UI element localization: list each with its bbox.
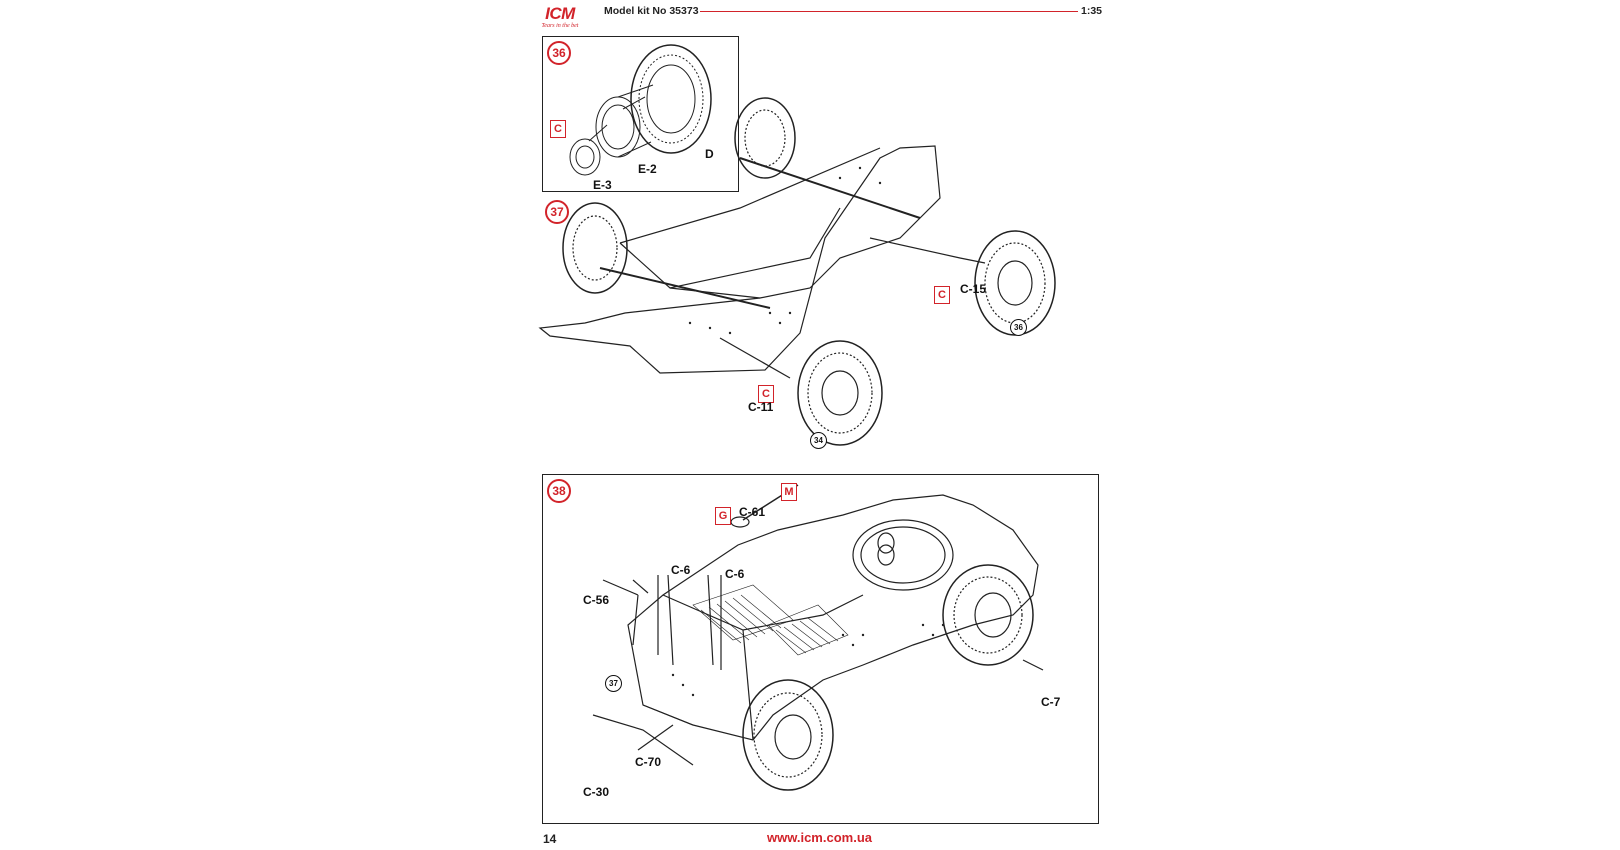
logo-tagline: Tears in the bet xyxy=(541,23,579,29)
part-label-c56: C-56 xyxy=(583,593,610,607)
part-label-c11: C-11 xyxy=(748,400,774,414)
wheel-right-rear xyxy=(797,340,883,446)
header-rule xyxy=(700,11,1078,12)
website-link[interactable]: www.icm.com.ua xyxy=(767,830,872,845)
hub-e3 xyxy=(569,138,601,176)
mark-c-lower: C xyxy=(758,385,774,403)
part-label-c15: C-15 xyxy=(960,282,987,296)
logo-brand: ICM xyxy=(545,4,575,23)
part-label-e2: E-2 xyxy=(638,162,657,176)
wheel-rear xyxy=(742,679,834,791)
engine-grilles xyxy=(692,584,849,656)
step-36-drawing xyxy=(569,44,712,176)
mark-c: C xyxy=(550,120,566,138)
kit-title: Model kit No 35373 xyxy=(604,5,699,17)
chassis xyxy=(538,145,941,374)
mark-m: M xyxy=(781,483,797,501)
mark-g: G xyxy=(715,507,731,525)
scale-label: 1:35 xyxy=(1081,5,1103,17)
icm-logo: ICM Tears in the bet xyxy=(536,4,584,34)
hull xyxy=(627,494,1039,741)
ref-37: 37 xyxy=(605,675,622,692)
step-38-drawing xyxy=(592,484,1044,791)
step-38-panel: 38 M G C-61 C-6 C-6 C-56 37 C-7 C-70 C-3… xyxy=(542,474,1099,824)
wheel-rear-left xyxy=(734,97,796,179)
wheel-front xyxy=(942,564,1034,666)
part-label-c6-left: C-6 xyxy=(671,563,691,577)
turret-opening xyxy=(852,519,954,591)
part-label-d: D xyxy=(705,147,714,161)
step-36-badge: 36 xyxy=(547,41,571,65)
part-label-c61: C-61 xyxy=(739,505,766,519)
step-37-drawing xyxy=(538,97,1056,446)
tire-d xyxy=(630,44,712,154)
step-37-area: 37 C C-15 36 C C-11 34 xyxy=(538,88,1100,460)
part-label-c30: C-30 xyxy=(583,785,610,799)
ref-34: 34 xyxy=(810,432,827,449)
step-38-badge: 38 xyxy=(547,479,571,503)
part-label-c7: C-7 xyxy=(1041,695,1061,709)
part-label-c70: C-70 xyxy=(635,755,662,769)
ref-36: 36 xyxy=(1010,319,1027,336)
part-label-c6-right: C-6 xyxy=(725,567,745,581)
page-number: 14 xyxy=(543,832,557,846)
step-37-badge: 37 xyxy=(545,200,569,224)
part-label-e3: E-3 xyxy=(593,178,612,192)
step-36-panel: 36 C E-3 E-2 D xyxy=(542,36,739,192)
wheel-front-left xyxy=(562,202,628,294)
mark-c-upper: C xyxy=(934,286,950,304)
